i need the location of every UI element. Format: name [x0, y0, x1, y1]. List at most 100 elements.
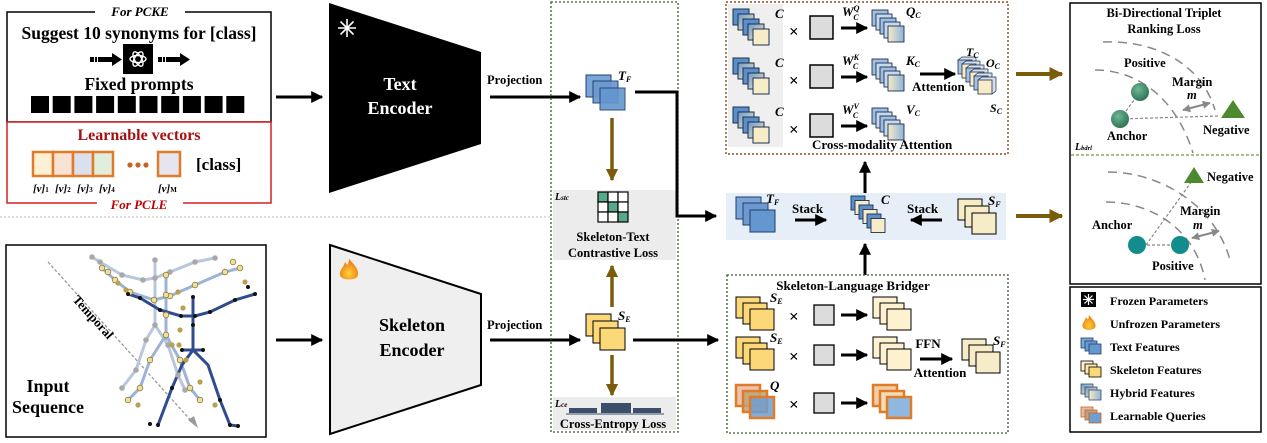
skeleton-encoder-label-line1: Skeleton [379, 315, 445, 335]
legend-item-unfrozen: Unfrozen Parameters [1082, 315, 1220, 331]
stack-tf-label: TF [766, 191, 780, 207]
times-icon: × [789, 347, 799, 366]
ce-bars-icon [566, 403, 664, 415]
stack-left-label: Stack [792, 201, 824, 216]
c-label: C [775, 104, 784, 119]
loss-column: TF Lstc Skeleton-Text Contrastive Loss S… [550, 1, 679, 433]
negative-triangle [1221, 100, 1245, 118]
legend-label: Frozen Parameters [1110, 294, 1208, 308]
top-positive-label: Positive [1124, 56, 1166, 70]
text-encoder-label-line1: Text [383, 74, 416, 94]
tc-label: TC [966, 45, 979, 60]
fixed-prompts-label: Fixed prompts [84, 74, 193, 94]
positive-node [1131, 83, 1149, 101]
joint [242, 279, 248, 285]
joint [191, 323, 195, 327]
bridger-row-query: Q× [734, 378, 913, 420]
oc-label: OC [986, 56, 1001, 71]
joint [162, 271, 170, 279]
snowflake-icon [1081, 292, 1096, 307]
sc-label: SC [990, 101, 1003, 116]
times-icon: × [789, 120, 799, 139]
weight-matrix [809, 15, 834, 40]
joint [177, 327, 183, 333]
bridger-sf-output [961, 338, 1001, 374]
stack-row: TF Stack C Stack SF [726, 191, 1006, 240]
joint [119, 385, 125, 391]
bottom-positive-label: Positive [1152, 259, 1194, 273]
legend-item-text-features: Text Features [1080, 337, 1180, 355]
triplet-title-line1: Bi-Directional Triplet [1107, 6, 1223, 20]
bridger-row-se: SE× [735, 330, 912, 371]
bottom-margin-arrow [1191, 228, 1220, 241]
ce-loss-symbol: Lce [554, 399, 567, 410]
fixed-prompt-token [74, 96, 93, 113]
joint [152, 275, 158, 281]
ffn-label: FFN [915, 336, 941, 351]
llm-arrow-right [158, 53, 190, 66]
joint [104, 268, 112, 276]
vector-cell-m [156, 150, 182, 178]
tf-to-stack-arrow [635, 90, 718, 222]
se-label: SE [618, 308, 631, 324]
joint [180, 348, 184, 352]
bottom-negative-triangle [1184, 167, 1204, 183]
joint [253, 292, 257, 296]
output-label: KC [905, 53, 921, 69]
joint [236, 264, 244, 272]
joint [89, 254, 95, 260]
joint [246, 285, 250, 289]
skeleton-joints [89, 254, 257, 428]
weight-matrix [809, 113, 834, 138]
joint [169, 342, 175, 348]
ellipsis-icon [127, 162, 149, 168]
bottom-negative-label: Negative [1207, 170, 1254, 184]
bdrl-symbol: Lbdrl [1074, 142, 1092, 153]
weight-matrix [813, 304, 835, 326]
weight-matrix [813, 344, 835, 366]
cma-attention-label: Attention [912, 79, 965, 94]
joint [162, 331, 170, 339]
joint [229, 258, 237, 266]
temporal-arrow [47, 261, 196, 426]
fixed-prompt-token [52, 96, 71, 113]
joint [183, 357, 189, 363]
joint [150, 296, 158, 304]
stc-loss-label-line2: Contrastive Loss [568, 246, 658, 260]
joint [143, 337, 149, 343]
joint [233, 298, 237, 302]
triplet-bottom: Negative Margin m Anchor Positive [1092, 167, 1254, 281]
hybrid-feature-layer [752, 77, 770, 95]
bottom-anchor-label: Anchor [1092, 218, 1133, 232]
pcle-label: For PCLE [110, 197, 168, 212]
c-input-stack [732, 8, 770, 46]
vector-cell-1 [31, 150, 55, 178]
joint [97, 259, 103, 265]
stc-loss-symbol: Lstc [554, 192, 569, 203]
bridger-input-label: SE [770, 290, 783, 306]
c-input-stack [732, 106, 770, 144]
bridger-title: Skeleton-Language Bridger [776, 278, 930, 293]
bridger-output-stack [872, 296, 912, 331]
times-icon: × [789, 307, 799, 326]
joint [191, 281, 199, 289]
legend-label: Unfrozen Parameters [1110, 317, 1220, 331]
hybrid-feature-layer [752, 126, 770, 144]
joint [162, 311, 170, 319]
prompt-panel: For PCKE Suggest 10 synonyms for [class]… [6, 4, 272, 212]
bottom-margin-label: Margin [1180, 204, 1220, 218]
llm-logo-icon [123, 44, 153, 74]
output-stack-k [871, 58, 905, 92]
text-projection-label: Projection [487, 73, 542, 87]
stack-c-features [850, 195, 886, 233]
legend-item-frozen: Frozen Parameters [1081, 292, 1208, 308]
similarity-matrix-icon [597, 191, 629, 223]
svg-text:[v]1: [v]1 [33, 183, 49, 195]
joint [179, 314, 183, 318]
joint [115, 280, 121, 286]
